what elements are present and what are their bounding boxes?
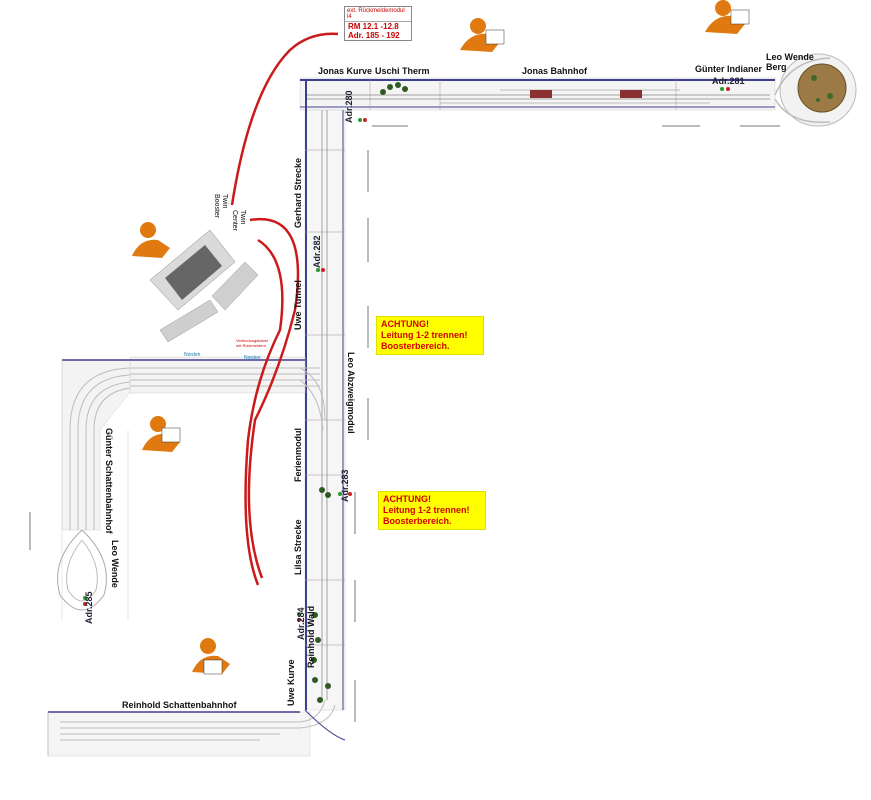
label-reinhold-schattenbahnhof: Reinhold Schattenbahnhof [122,700,237,710]
feedback-module-line2: Adr. 185 - 192 [348,31,400,40]
top-track-bed [299,77,776,111]
wende-berg-loop [774,53,857,127]
signals [297,87,730,622]
feedback-module-box: ext. Rückmeldemodul l4 RM 12.1 -12.8 Adr… [344,6,412,41]
feedback-module-header: ext. Rückmeldemodul l4 [345,7,411,22]
address-283: Adr.283 [340,469,350,502]
label-guenter-indianer: Günter Indianer [695,64,763,74]
address-281: Adr.281 [712,76,745,86]
cables [230,32,339,586]
address-285: Adr.285 [84,591,94,624]
address-280: Adr.280 [344,90,354,123]
label-leo-wende-berg: Leo Wende Berg [766,52,814,72]
label-reinhold-wald: Reinhold Wald [306,605,316,668]
trees [311,82,408,703]
feedback-module-line1: RM 12.1 -12.8 [348,22,399,31]
warning-box-2: ACHTUNG! Leitung 1-2 trennen! Boosterber… [378,491,486,530]
label-gerhard-strecke: Gerhard Strecke [293,157,303,228]
address-284: Adr.284 [296,607,306,640]
label-verbindungskabel: Verbindungskabel mit Rückmeldern [236,338,268,348]
label-lilsa-strecke: Lilsa Strecke [293,519,303,575]
label-norden-top: Norden [184,352,201,358]
guenter-schattenbahnhof-block [61,359,131,620]
label-norden-mid: Norden [244,355,261,361]
warning-box-1: ACHTUNG! Leitung 1-2 trennen! Boosterber… [376,316,484,355]
vertical-track-bed [304,80,346,711]
reinhold-schattenbahnhof-block [47,699,346,757]
label-uwe-tunnel: Uwe Tunnel [293,280,303,330]
feedback-cable-markers [29,125,780,722]
label-jonas-bahnhof: Jonas Bahnhof [522,66,588,76]
label-uschi-therm: Uschi Therm [375,66,430,76]
control-boxes [149,229,259,343]
label-leo-abzweigmodul: Leo Abzweigmodul [346,352,356,434]
leo-wende-loop [57,529,107,611]
label-uwe-kurve: Uwe Kurve [286,659,296,706]
operators [132,0,750,675]
twin-center-label: Twin Center [231,210,246,232]
label-ferienmodul: Ferienmodul [293,427,303,482]
label-jonas-kurve: Jonas Kurve [318,66,373,76]
address-282: Adr.282 [312,235,322,268]
label-guenter-schattenbahnhof: Günter Schattenbahnhof [104,428,114,534]
twin-booster-label: Twin Booster [213,194,228,219]
label-leo-wende: Leo Wende [110,540,120,588]
